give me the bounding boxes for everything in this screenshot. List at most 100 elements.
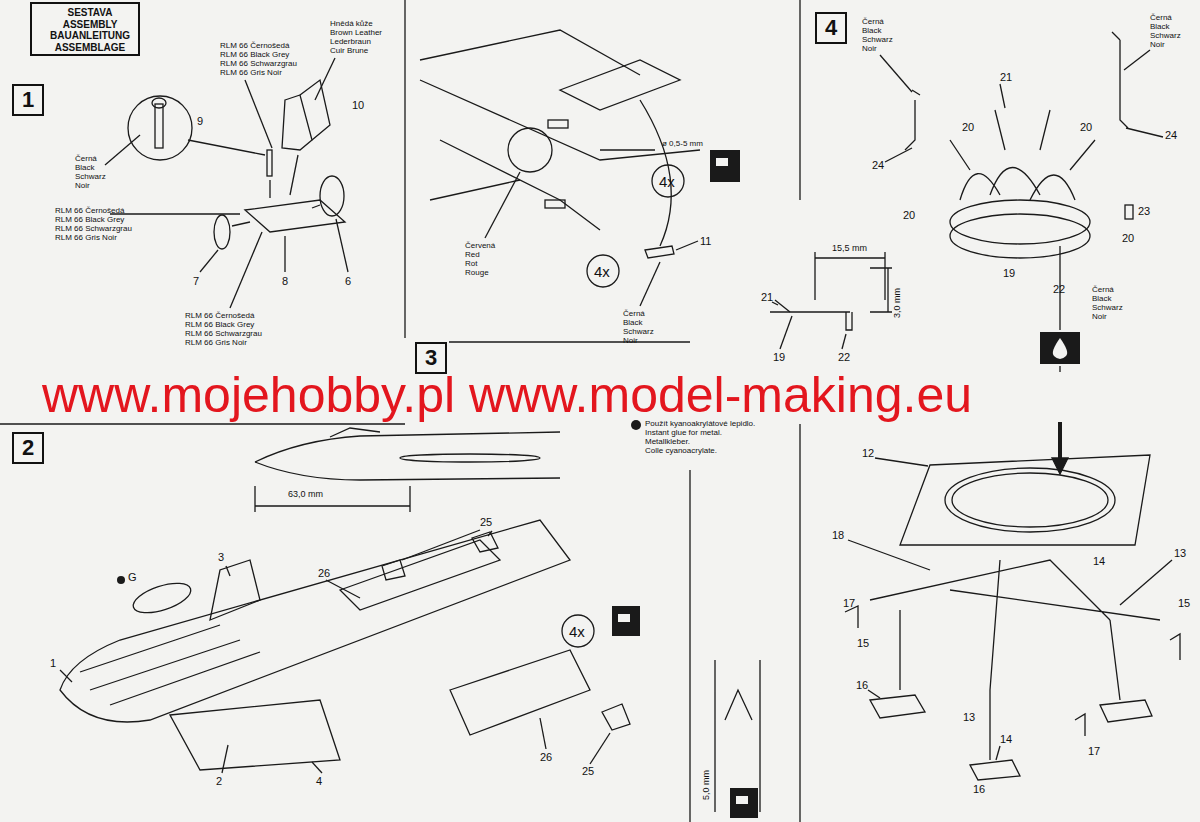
callout-number: 19 <box>1003 268 1015 279</box>
callout-number: 13 <box>1174 548 1186 559</box>
dimension-label: 3,0 mm <box>893 288 902 318</box>
colour-note: RLM 66 Gris Noir <box>220 69 282 77</box>
colour-note: Černá <box>623 310 645 318</box>
callout-number: 14 <box>1093 556 1105 567</box>
step-number: 2 <box>22 437 34 459</box>
colour-note: Černá <box>1092 286 1114 294</box>
colour-note: RLM 66 Black Grey <box>185 321 254 329</box>
callout-number: 22 <box>1053 284 1065 295</box>
colour-note: ø 0,5-5 mm <box>662 140 703 148</box>
colour-note: Schwarz <box>623 328 654 336</box>
step-number: 3 <box>425 347 437 369</box>
colour-note: RLM 66 Gris Noir <box>55 234 117 242</box>
callout-number: 24 <box>1165 130 1177 141</box>
colour-note: Black <box>862 27 882 35</box>
colour-note: 63,0 mm <box>288 490 323 499</box>
colour-note: RLM 66 Schwarzgrau <box>185 330 262 338</box>
colour-note: RLM 66 Black Grey <box>55 216 124 224</box>
colour-note: Black <box>1150 23 1170 31</box>
colour-note: Schwarz <box>75 173 106 181</box>
quantity-label: 4x <box>594 264 610 279</box>
callout-number: 19 <box>773 352 785 363</box>
dimension-label: 5,0 mm <box>702 770 711 800</box>
callout-number: 18 <box>832 530 844 541</box>
colour-note: Noir <box>623 337 638 345</box>
callout-number: 25 <box>480 517 492 528</box>
colour-note: Červená <box>465 242 495 250</box>
colour-note: RLM 66 Gris Noir <box>185 339 247 347</box>
step-number: 1 <box>22 89 34 111</box>
colour-note: Černá <box>862 18 884 26</box>
step-number-box: 1 <box>12 84 44 116</box>
callout-number: 26 <box>318 568 330 579</box>
colour-note: Black <box>75 164 95 172</box>
callout-number: 14 <box>1000 734 1012 745</box>
colour-note: RLM 66 Black Grey <box>220 51 289 59</box>
callout-number: 23 <box>1138 206 1150 217</box>
watermark: www.mojehobby.pl www.model-making.eu <box>42 370 972 420</box>
callout-number: 1 <box>50 658 56 669</box>
colour-note: Rouge <box>465 269 489 277</box>
colour-note: Cuir Brune <box>330 47 368 55</box>
callout-number: 13 <box>963 712 975 723</box>
colour-note: RLM 66 Černošedá <box>55 207 124 215</box>
callout-number: 3 <box>218 552 224 563</box>
colour-note: Schwarz <box>1092 304 1123 312</box>
callout-number: 11 <box>700 236 711 247</box>
colour-note: Lederbraun <box>330 38 371 46</box>
colour-note: Noir <box>75 182 90 190</box>
colour-note: Instant glue for metal. <box>645 429 722 437</box>
header-text: SESTAVA ASSEMBLY BAUANLEITUNG ASSEMBLAGE <box>47 7 133 53</box>
callout-number: 26 <box>540 752 552 763</box>
callout-number: 15 <box>1178 598 1190 609</box>
callout-number: 25 <box>582 766 594 777</box>
callout-number: 7 <box>193 276 199 287</box>
callout-number: 9 <box>197 116 203 127</box>
colour-note: Schwarz <box>862 36 893 44</box>
callout-number: 10 <box>352 100 364 111</box>
colour-note: Černá <box>75 155 97 163</box>
callout-number: 20 <box>903 210 915 221</box>
colour-note: RLM 66 Schwarzgrau <box>55 225 132 233</box>
colour-note: Noir <box>1092 313 1107 321</box>
colour-note: Brown Leather <box>330 29 382 37</box>
colour-note: Black <box>1092 295 1112 303</box>
callout-number: 12 <box>862 448 874 459</box>
callout-number: 21 <box>1000 72 1012 83</box>
callout-number: 15 <box>857 638 869 649</box>
callout-number: 6 <box>345 276 351 287</box>
callout-number: 4 <box>316 776 322 787</box>
colour-note: Použít kyanoakrylátové lepidlo. <box>645 420 755 428</box>
callout-number: 2 <box>216 776 222 787</box>
callout-number: 21 <box>761 292 773 303</box>
colour-note: RLM 66 Černošedá <box>220 42 289 50</box>
callout-number: G <box>128 572 137 583</box>
colour-note: Hnědá kůže <box>330 20 373 28</box>
step-number-box: 2 <box>12 432 44 464</box>
header-box: SESTAVA ASSEMBLY BAUANLEITUNG ASSEMBLAGE <box>30 2 140 56</box>
quantity-label: 4x <box>569 624 585 639</box>
callout-number: 20 <box>1080 122 1092 133</box>
colour-note: Schwarz <box>1150 32 1181 40</box>
callout-number: 8 <box>282 276 288 287</box>
callout-number: 17 <box>1088 746 1100 757</box>
colour-note: Metallkleber. <box>645 438 690 446</box>
colour-note: Černá <box>1150 14 1172 22</box>
colour-note: Black <box>623 319 643 327</box>
callout-number: 17 <box>843 598 855 609</box>
colour-note: 15,5 mm <box>832 244 867 253</box>
callout-number: 20 <box>1122 233 1134 244</box>
step-number-box: 4 <box>815 12 847 44</box>
colour-note: RLM 66 Černošedá <box>185 312 254 320</box>
colour-note: RLM 66 Schwarzgrau <box>220 60 297 68</box>
colour-note: Noir <box>862 45 877 53</box>
step-number: 4 <box>825 17 837 39</box>
callout-number: 20 <box>962 122 974 133</box>
colour-note: Noir <box>1150 41 1165 49</box>
colour-note: Rot <box>465 260 477 268</box>
quantity-label: 4x <box>659 174 675 189</box>
colour-note: Colle cyanoacrylate. <box>645 447 717 455</box>
callout-number: 24 <box>872 160 884 171</box>
callout-number: 16 <box>973 784 985 795</box>
